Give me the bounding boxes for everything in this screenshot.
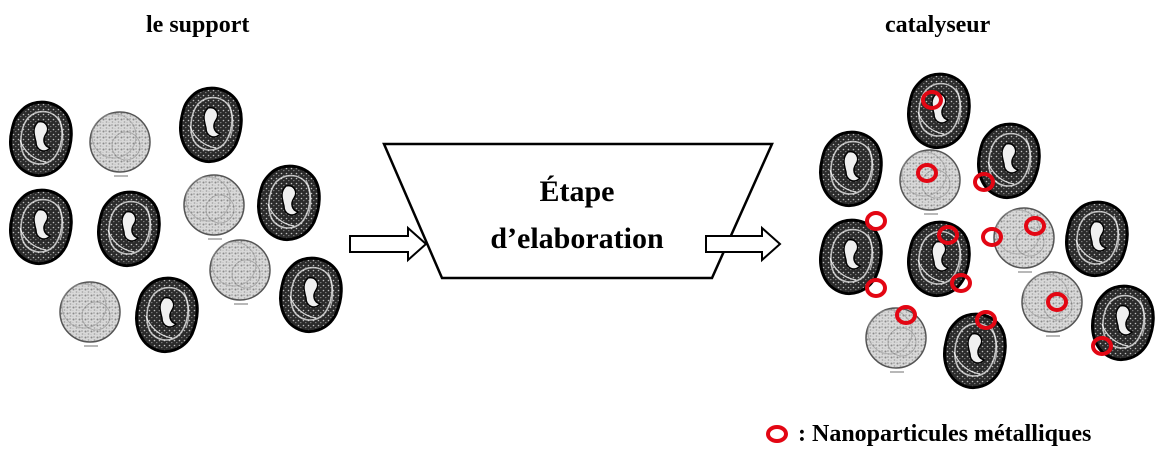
- dark-support-particle: [279, 256, 343, 334]
- dark-catalyst-particle: [977, 122, 1041, 200]
- dark-support-particle: [9, 100, 73, 178]
- support-particles: [9, 86, 343, 354]
- grey-support-particle: [59, 281, 121, 347]
- support-label: le support: [146, 12, 250, 38]
- dark-catalyst-particle: [1091, 284, 1155, 362]
- grey-support-particle: [209, 239, 271, 305]
- legend: : Nanoparticules métalliques: [766, 417, 1091, 451]
- dark-catalyst-particle: [943, 312, 1007, 390]
- dark-support-particle: [179, 86, 243, 164]
- dark-support-particle: [257, 164, 321, 242]
- elaboration-step-box: [382, 142, 774, 280]
- grey-catalyst-particle: [993, 207, 1055, 273]
- dark-catalyst-particle: [1065, 200, 1129, 278]
- grey-support-particle: [183, 174, 245, 240]
- nanoparticle-ring: [865, 211, 887, 231]
- dark-catalyst-particle: [819, 130, 883, 208]
- nanoparticle-legend-marker: [766, 425, 788, 443]
- nanoparticle-ring: [865, 278, 887, 298]
- dark-catalyst-particle: [907, 72, 971, 150]
- step-title-line1: Étape: [539, 175, 615, 208]
- catalyst-label: catalyseur: [885, 12, 991, 38]
- arrow-to-step: [349, 225, 428, 263]
- grey-support-particle: [89, 111, 151, 177]
- arrow-to-catalyst: [705, 225, 782, 263]
- dark-support-particle: [97, 190, 161, 268]
- step-title-line2: d’elaboration: [490, 222, 664, 255]
- grey-catalyst-particle: [1021, 271, 1083, 337]
- dark-support-particle: [9, 188, 73, 266]
- dark-support-particle: [135, 276, 199, 354]
- legend-text: : Nanoparticules métalliques: [798, 420, 1092, 447]
